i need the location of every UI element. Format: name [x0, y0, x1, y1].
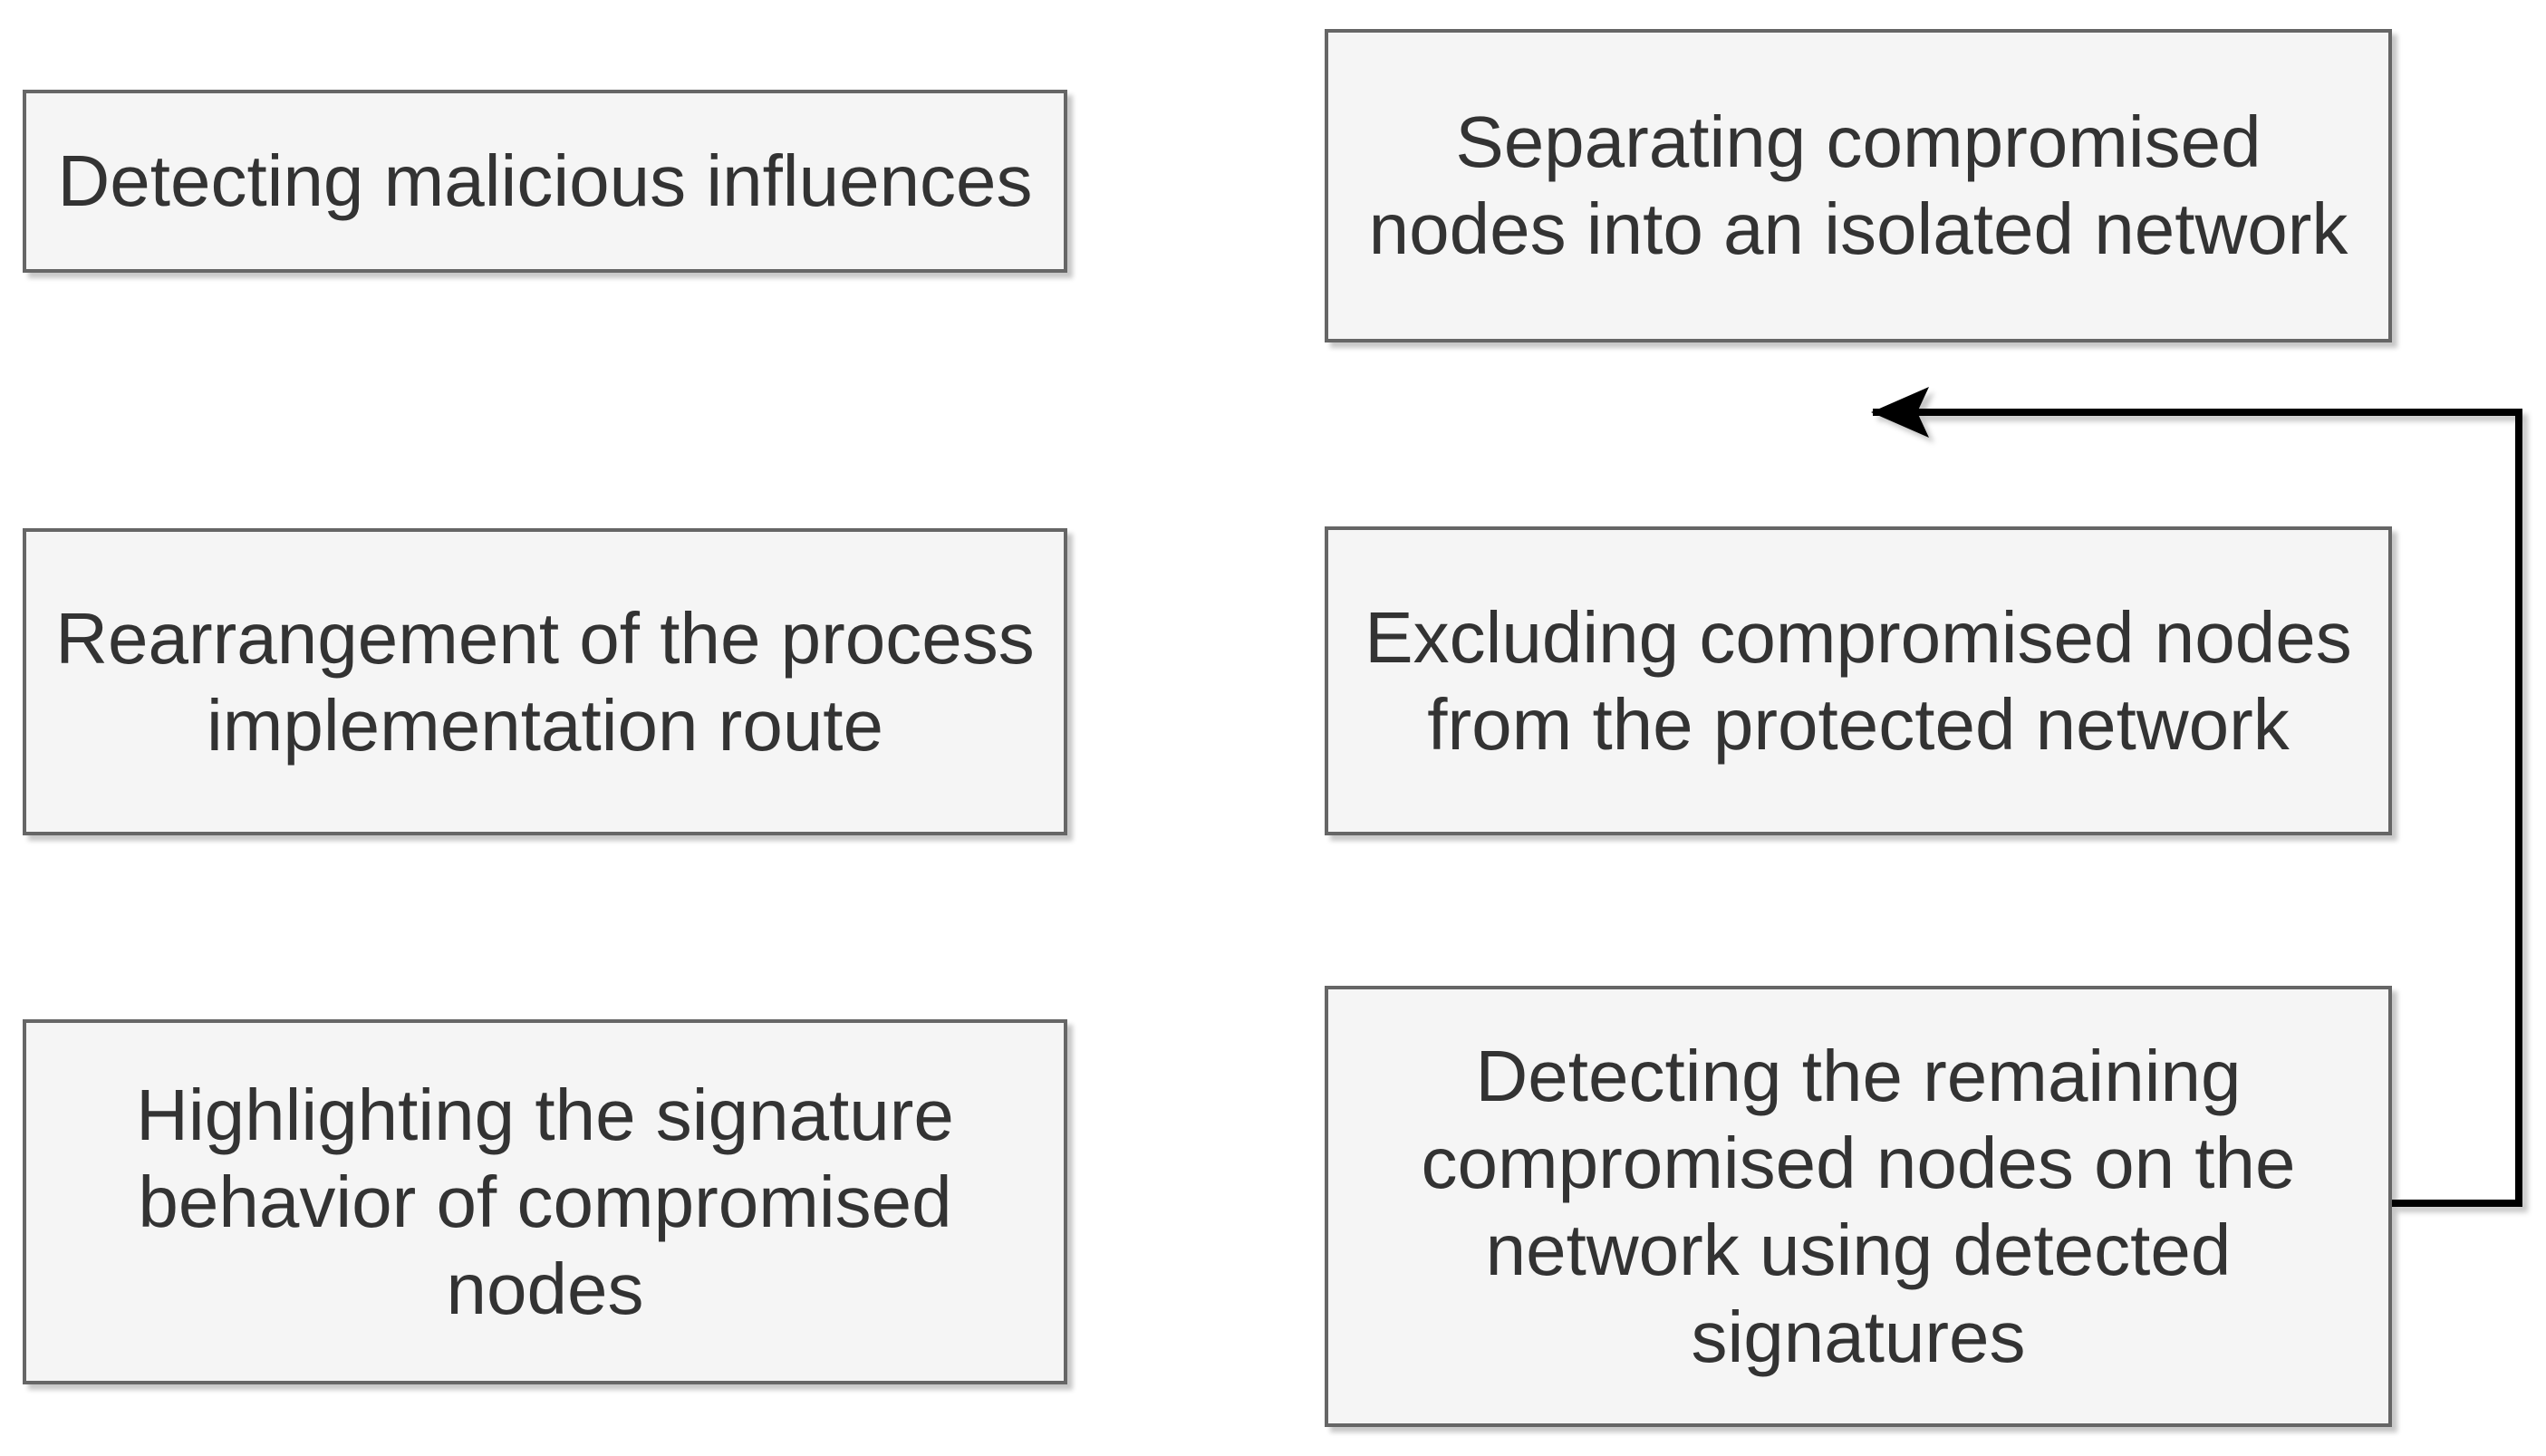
node-rearrange-route: Rearrangement of the process implementat… [23, 528, 1067, 835]
node-detect-influences: Detecting malicious influences [23, 90, 1067, 273]
node-detect-remaining: Detecting the remaining compromised node… [1325, 986, 2392, 1427]
node-separate-nodes: Separating compromised nodes into an iso… [1325, 29, 2392, 342]
node-highlight-signature: Highlighting the signature behavior of c… [23, 1019, 1067, 1384]
node-rearrange-route-label: Rearrangement of the process implementat… [55, 597, 1035, 766]
node-exclude-nodes: Excluding compromised nodes from the pro… [1325, 526, 2392, 835]
node-detect-remaining-label: Detecting the remaining compromised node… [1421, 1035, 2296, 1377]
node-highlight-signature-label: Highlighting the signature behavior of c… [136, 1074, 954, 1329]
node-detect-influences-label: Detecting malicious influences [57, 140, 1033, 221]
node-exclude-nodes-label: Excluding compromised nodes from the pro… [1365, 596, 2352, 765]
node-separate-nodes-label: Separating compromised nodes into an iso… [1368, 101, 2348, 269]
